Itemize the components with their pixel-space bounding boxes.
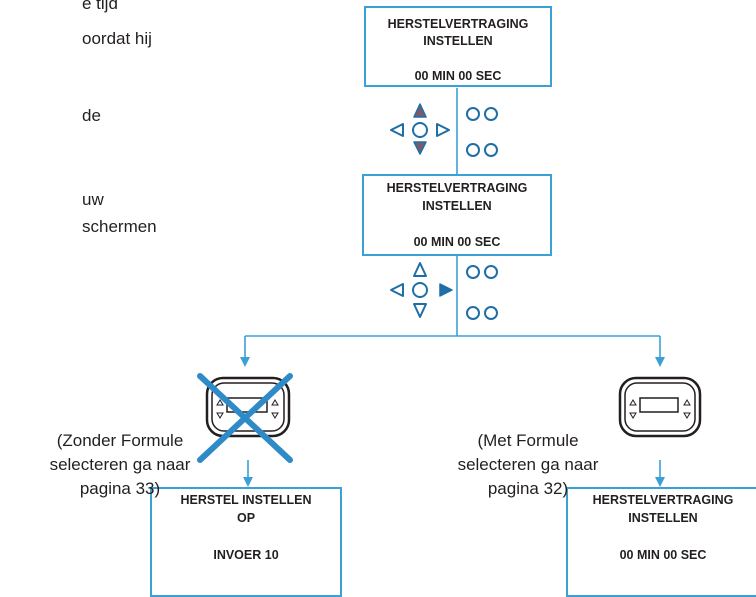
box-title-line-2: OP: [236, 511, 256, 525]
caption-right-line-3: pagina 32): [487, 479, 569, 498]
left-text-line-3: de: [82, 106, 101, 125]
caption-left: (Zonder Formule selecteren ga naar pagin…: [0, 429, 240, 501]
up-arrow-icon: [413, 262, 427, 277]
box-title-line-1: HERSTELVERTRAGING: [386, 181, 528, 195]
left-arrow-icon: [390, 283, 404, 297]
box-title-line-1: HERSTELVERTRAGING: [592, 493, 734, 507]
left-text-line-2: oordat hij: [82, 29, 152, 48]
display-box-4: HERSTELVERTRAGING INSTELLEN 00 MIN 00 SE…: [566, 487, 756, 597]
circle-button-icon: [484, 306, 498, 320]
box-value: 00 MIN 00 SEC: [414, 69, 502, 83]
box-title-line-2: INSTELLEN: [628, 511, 698, 525]
box-title-line-1: HERSTELVERTRAGING: [387, 17, 529, 31]
circle-button-icon: [466, 107, 480, 121]
box-value: 00 MIN 00 SEC: [413, 235, 501, 249]
caption-left-line-3: pagina 33): [79, 479, 161, 498]
caption-left-line-2: selecteren ga naar: [49, 455, 191, 474]
button-panel-1: [390, 103, 498, 157]
cross-out-icon: [197, 373, 293, 463]
circle-button-icon: [484, 143, 498, 157]
box-title-line-1: HERSTEL INSTELLEN: [180, 493, 312, 507]
circle-button-icon: [466, 265, 480, 279]
down-arrow-icon: [413, 141, 427, 155]
display-box-1: HERSTELVERTRAGING INSTELLEN 00 MIN 00 SE…: [364, 6, 552, 87]
right-arrow-icon: [439, 283, 453, 297]
box-title-line-2: INSTELLEN: [423, 34, 493, 48]
left-arrow-icon: [390, 123, 404, 137]
circle-button-icon: [466, 143, 480, 157]
display-box-3: HERSTEL INSTELLEN OP INVOER 10: [150, 487, 342, 597]
box-value: 00 MIN 00 SEC: [619, 548, 707, 562]
left-text-line-1: e tijd: [82, 0, 118, 13]
display-box-2: HERSTELVERTRAGING INSTELLEN 00 MIN 00 SE…: [362, 174, 552, 256]
circle-button-icon: [466, 306, 480, 320]
left-text-line-5: schermen: [82, 217, 157, 236]
circle-button-icon: [484, 107, 498, 121]
circle-button-icon: [484, 265, 498, 279]
controller-device-right: [618, 376, 702, 438]
caption-right: (Met Formule selecteren ga naar pagina 3…: [418, 429, 638, 501]
caption-right-line-1: (Met Formule: [477, 431, 579, 450]
center-button-icon: [412, 282, 428, 298]
right-arrow-icon: [436, 123, 450, 137]
box-value: INVOER 10: [213, 548, 279, 562]
left-text-line-4: uw: [82, 190, 104, 209]
box-title-line-2: INSTELLEN: [422, 199, 492, 213]
caption-right-line-2: selecteren ga naar: [457, 455, 599, 474]
caption-left-line-1: (Zonder Formule: [56, 431, 184, 450]
button-panel-2: [390, 262, 498, 320]
up-arrow-icon: [413, 103, 427, 118]
center-button-icon: [412, 122, 428, 138]
down-arrow-icon: [413, 303, 427, 318]
controller-device-left: [197, 373, 293, 463]
